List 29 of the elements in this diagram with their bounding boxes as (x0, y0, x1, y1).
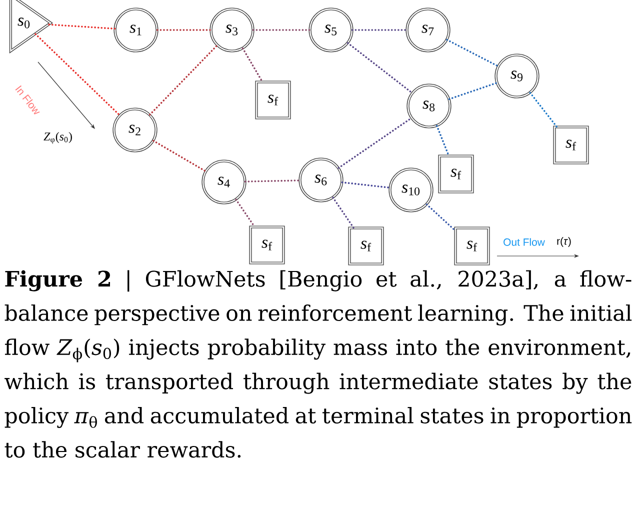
particle-flow (148, 44, 218, 116)
particle-flow (341, 181, 391, 189)
particle-flow (152, 140, 206, 172)
terminal-square: s$_{f}$ (249, 226, 285, 264)
particle-flow (448, 82, 498, 100)
particle-flow (34, 33, 121, 116)
particle-flow (338, 117, 412, 169)
particle-flow (426, 204, 456, 232)
terminal-square: s$_{f}$ (438, 154, 474, 194)
flow-label: Out Flow (504, 238, 545, 246)
terminal-square: s$_{f}$ (348, 226, 384, 266)
flow-label: r(τ) (557, 237, 571, 247)
particle-flow (48, 24, 116, 30)
terminal-square: s$_{f}$ (454, 226, 490, 266)
figure-caption: Figure 2 | GFlowNets [Bengio et al., 2023a], a flow-balance perspective on reinforcement learning. The initial flow Z$_{ϕ}$(s$_{0}$) injects probability mass into the environment, which is transported through intermediate states by the policy π$_{θ}$ and accumulated at terminal states in proportion to the scalar rewards. (4, 270, 632, 458)
particle-flow (252, 29, 311, 31)
particle-flow (436, 124, 450, 157)
particle-flow (244, 180, 301, 182)
particle-flow (235, 198, 256, 228)
particle-flow (332, 196, 354, 229)
particle-flow (346, 42, 414, 94)
particle-flow (446, 38, 499, 68)
terminal-square: s$_{f}$ (255, 80, 291, 120)
particle-flow (351, 29, 408, 31)
flow-label: Z$_{φ}$(s$_{0}$) (44, 132, 72, 144)
particle-flow (242, 48, 264, 83)
particle-flow (156, 29, 212, 31)
terminal-square: s$_{f}$ (553, 126, 589, 164)
particle-flow (529, 92, 558, 128)
